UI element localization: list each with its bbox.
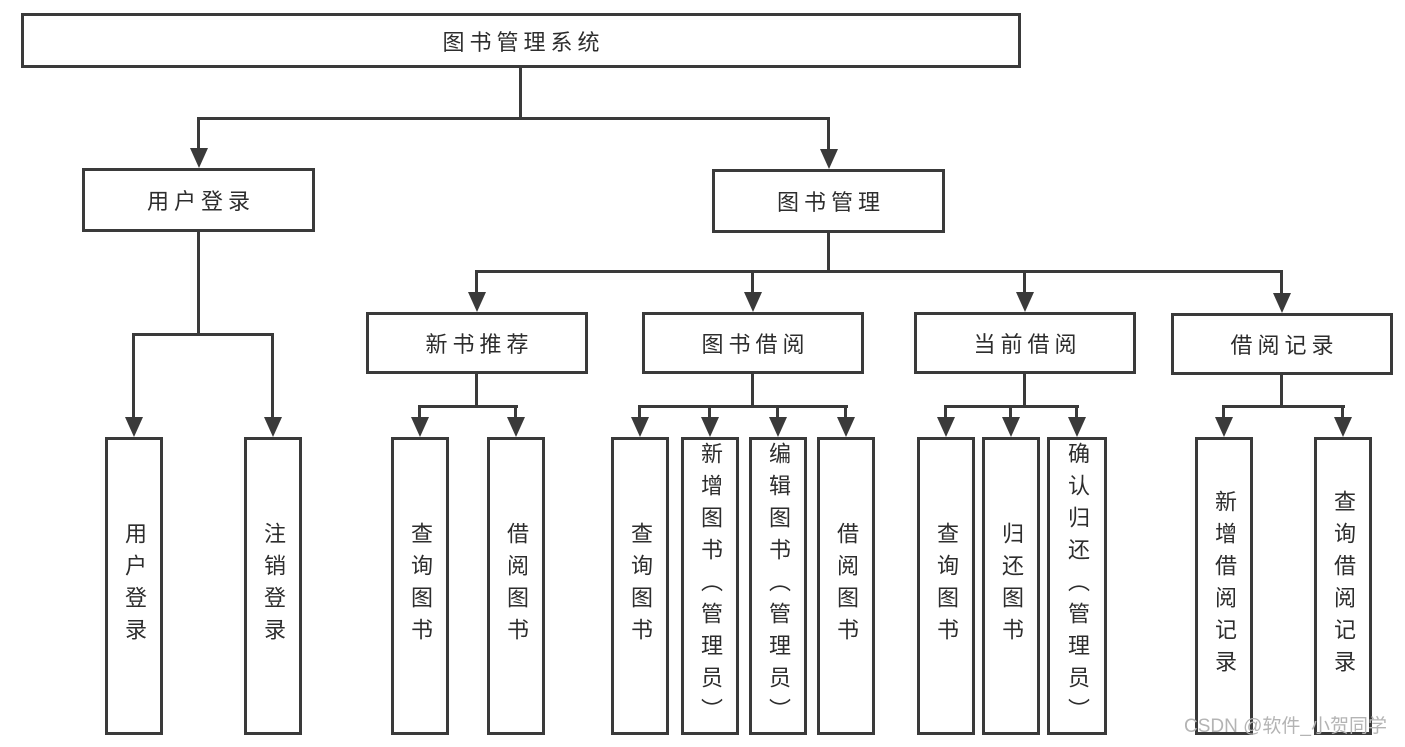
connector-line xyxy=(751,374,754,407)
node-label: 查询借阅记录 xyxy=(1331,490,1356,682)
connector-line xyxy=(1009,405,1012,419)
node-label: 用户登录 xyxy=(146,189,255,214)
connector-line xyxy=(1075,405,1078,419)
connector-line xyxy=(1280,270,1283,294)
connector-line xyxy=(475,374,478,407)
connector-line xyxy=(844,405,847,419)
node-book-borrowing: 图书借阅 xyxy=(642,312,864,374)
csdn-watermark: CSDN @软件_小贺同学 xyxy=(1184,716,1387,737)
connector-line xyxy=(418,405,421,419)
connector-line xyxy=(708,405,711,419)
connector-line xyxy=(638,405,848,408)
connector-line xyxy=(197,117,200,151)
node-label: 查询图书 xyxy=(628,522,653,650)
arrow-down-icon xyxy=(744,292,762,312)
leaf-query-books-recommend: 查询图书 xyxy=(391,437,449,735)
arrow-down-icon xyxy=(190,148,208,168)
connector-line xyxy=(1222,405,1225,419)
node-library-system: 图书管理系统 xyxy=(21,13,1021,68)
leaf-user-login: 用户登录 xyxy=(105,437,163,735)
node-label: 借阅图书 xyxy=(504,522,529,650)
node-label: 用户登录 xyxy=(122,522,147,650)
arrow-down-icon xyxy=(1068,417,1086,437)
arrow-down-icon xyxy=(820,149,838,169)
node-label: 图书借阅 xyxy=(701,332,810,357)
arrow-down-icon xyxy=(701,417,719,437)
arrow-down-icon xyxy=(769,417,787,437)
node-label: 查询图书 xyxy=(408,522,433,650)
connector-line xyxy=(1280,375,1283,407)
node-label: 新书推荐 xyxy=(425,332,534,357)
connector-line xyxy=(514,405,517,419)
arrow-down-icon xyxy=(937,417,955,437)
arrow-down-icon xyxy=(411,417,429,437)
leaf-add-borrow-record: 新增借阅记录 xyxy=(1195,437,1253,735)
leaf-logout: 注销登录 xyxy=(244,437,302,735)
connector-line xyxy=(271,333,274,419)
node-label: 借阅记录 xyxy=(1230,333,1339,358)
node-label: 当前借阅 xyxy=(973,332,1082,357)
node-new-book-recommendation: 新书推荐 xyxy=(366,312,588,374)
connector-line xyxy=(944,405,947,419)
node-borrowing-records: 借阅记录 xyxy=(1171,313,1393,375)
arrow-down-icon xyxy=(1002,417,1020,437)
arrow-down-icon xyxy=(125,417,143,437)
node-book-management: 图书管理 xyxy=(712,169,945,233)
node-label: 编辑图书（管理员） xyxy=(766,442,791,730)
node-current-borrowing: 当前借阅 xyxy=(914,312,1136,374)
connector-line xyxy=(475,270,478,294)
connector-line xyxy=(827,117,830,151)
arrow-down-icon xyxy=(631,417,649,437)
node-label: 查询图书 xyxy=(934,522,959,650)
node-label: 注销登录 xyxy=(261,522,286,650)
connector-line xyxy=(638,405,641,419)
leaf-add-book-admin: 新增图书（管理员） xyxy=(681,437,739,735)
node-label: 确认归还（管理员） xyxy=(1065,442,1090,730)
connector-line xyxy=(197,117,830,120)
leaf-return-book: 归还图书 xyxy=(982,437,1040,735)
arrow-down-icon xyxy=(507,417,525,437)
node-label: 图书管理系统 xyxy=(442,29,605,55)
arrow-down-icon xyxy=(264,417,282,437)
connector-line xyxy=(827,233,830,273)
connector-line xyxy=(1222,405,1345,408)
arrow-down-icon xyxy=(1334,417,1352,437)
connector-line xyxy=(776,405,779,419)
connector-line xyxy=(751,270,754,294)
leaf-borrow-books-recommend: 借阅图书 xyxy=(487,437,545,735)
node-label: 图书管理 xyxy=(776,190,885,215)
arrow-down-icon xyxy=(468,292,486,312)
leaf-confirm-return-admin: 确认归还（管理员） xyxy=(1047,437,1107,735)
node-label: 借阅图书 xyxy=(834,522,859,650)
connector-line xyxy=(519,68,522,120)
connector-line xyxy=(418,405,518,408)
arrow-down-icon xyxy=(1215,417,1233,437)
connector-line xyxy=(1023,270,1026,294)
arrow-down-icon xyxy=(837,417,855,437)
node-label: 归还图书 xyxy=(999,522,1024,650)
arrow-down-icon xyxy=(1273,293,1291,313)
connector-line xyxy=(1023,374,1026,407)
connector-line xyxy=(1341,405,1344,419)
leaf-edit-book-admin: 编辑图书（管理员） xyxy=(749,437,807,735)
arrow-down-icon xyxy=(1016,292,1034,312)
node-label: 新增借阅记录 xyxy=(1212,490,1237,682)
node-label: 新增图书（管理员） xyxy=(698,442,723,730)
leaf-query-borrow-record: 查询借阅记录 xyxy=(1314,437,1372,735)
connector-line xyxy=(132,333,274,336)
connector-line xyxy=(197,232,200,336)
node-user-login: 用户登录 xyxy=(82,168,315,232)
leaf-borrow-books-borrow: 借阅图书 xyxy=(817,437,875,735)
leaf-query-books-borrow: 查询图书 xyxy=(611,437,669,735)
connector-line xyxy=(475,270,1283,273)
connector-line xyxy=(132,333,135,419)
leaf-query-books-current: 查询图书 xyxy=(917,437,975,735)
